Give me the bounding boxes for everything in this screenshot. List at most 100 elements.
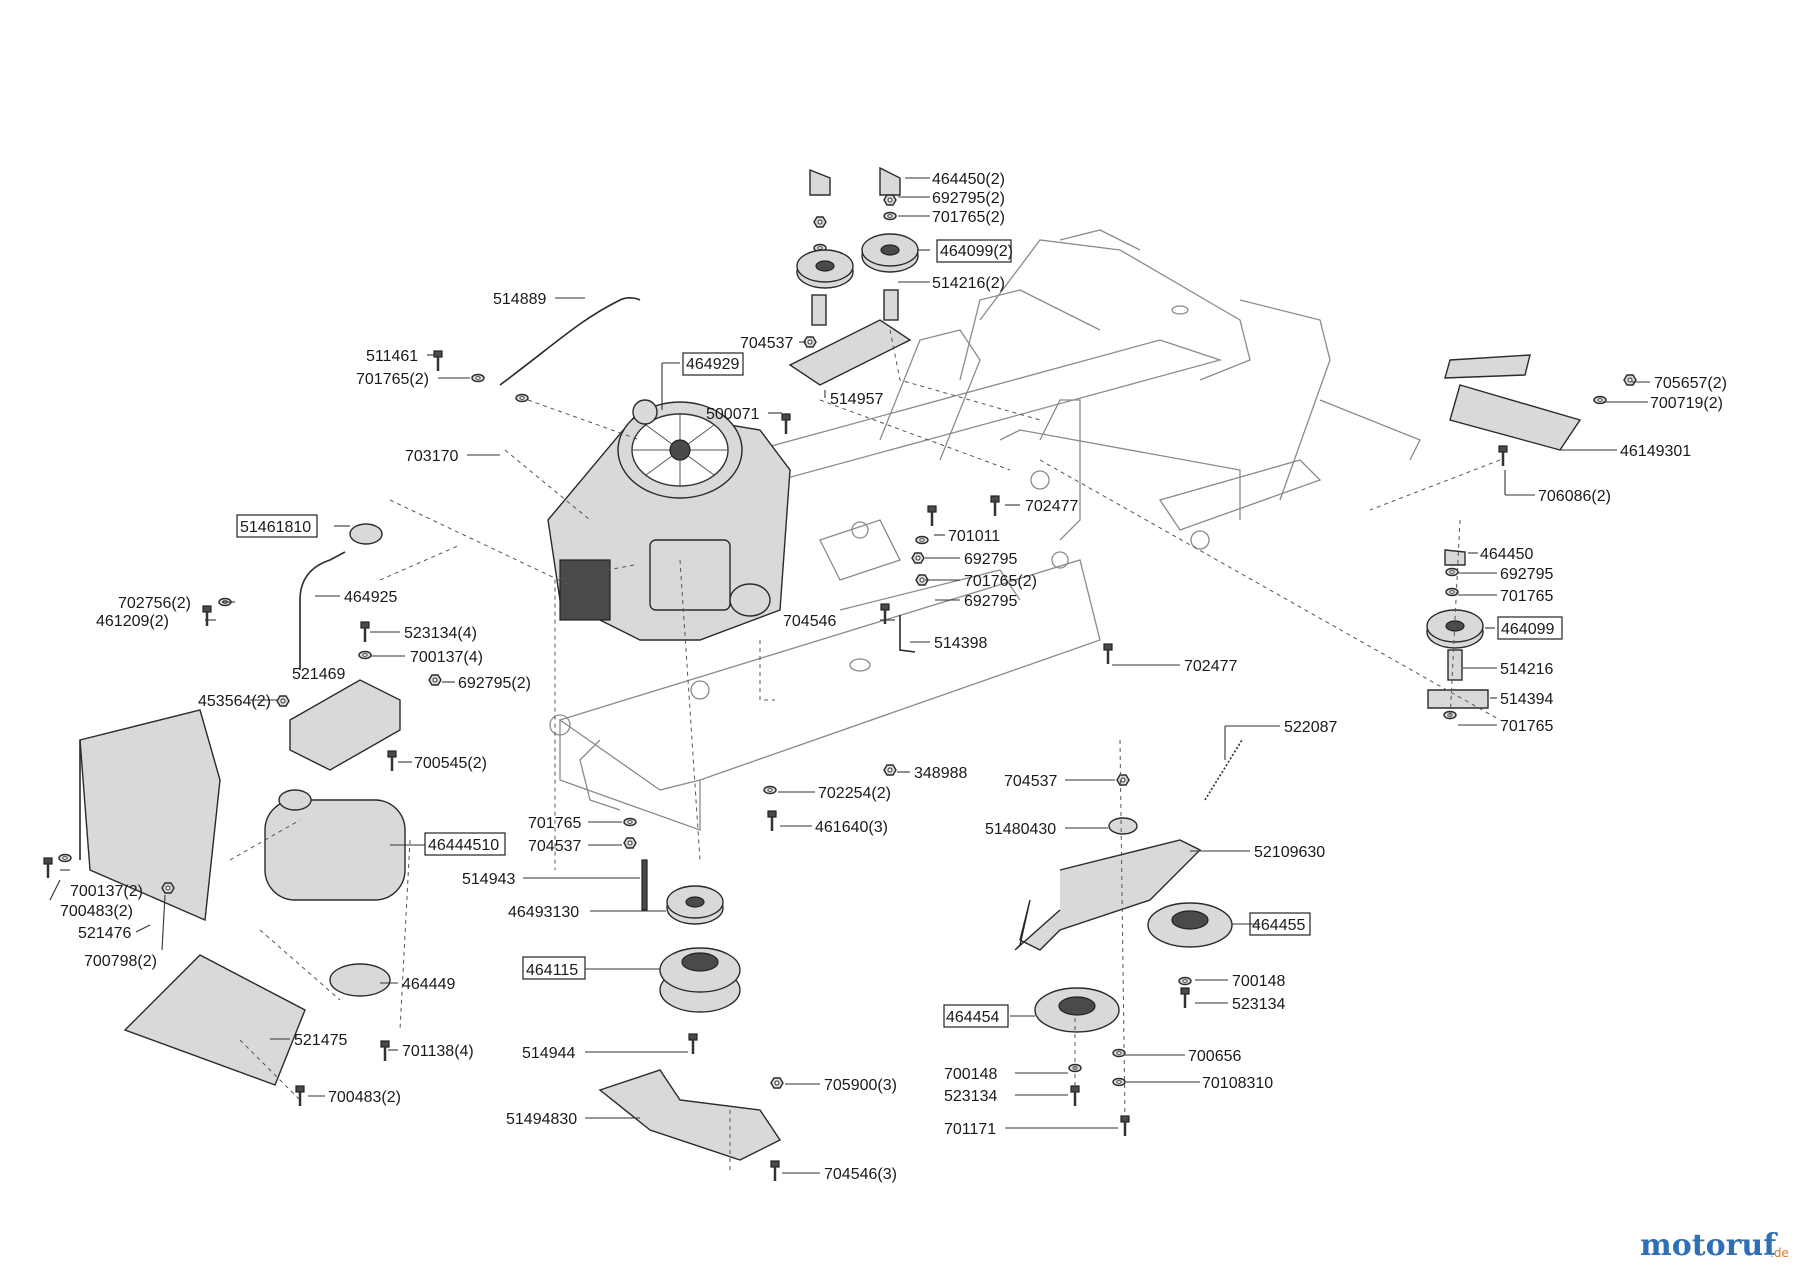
bracket-521469 xyxy=(289,679,401,771)
engine-464929 xyxy=(547,399,791,641)
part-label: 523134(4) xyxy=(404,625,477,642)
part-label: 701011 xyxy=(948,528,1000,545)
part-label: 464925 xyxy=(344,589,397,606)
leader-lines xyxy=(49,177,1650,1174)
part-label: 701765(2) xyxy=(964,573,1037,590)
part-label: 521475 xyxy=(294,1032,347,1049)
part-label: 464099 xyxy=(1501,621,1554,638)
part-label: 700719(2) xyxy=(1650,395,1723,412)
part-label: 692795(2) xyxy=(458,675,531,692)
part-label: 701138(4) xyxy=(402,1043,474,1060)
clutch-bracket xyxy=(598,1069,782,1161)
part-label: 692795 xyxy=(1500,566,1553,583)
part-label: 464099(2) xyxy=(940,243,1013,260)
part-label: 701171 xyxy=(944,1121,996,1138)
part-label: 700483(2) xyxy=(60,903,133,920)
part-label: 692795(2) xyxy=(932,190,1005,207)
part-label: 514398 xyxy=(934,635,987,652)
part-label: 511461 xyxy=(366,348,418,365)
part-label: 701765 xyxy=(1500,588,1553,605)
part-label: 700545(2) xyxy=(414,755,487,772)
part-label: 705900(3) xyxy=(824,1077,897,1094)
part-label: 700137(4) xyxy=(410,649,483,666)
part-label: 461209(2) xyxy=(96,613,169,630)
part-label: 514394 xyxy=(1500,691,1553,708)
pulley-464099-a xyxy=(796,249,854,289)
part-label: 700137(2) xyxy=(70,883,143,900)
part-label: 703170 xyxy=(405,448,458,465)
part-label: 692795 xyxy=(964,551,1017,568)
part-label: 521469 xyxy=(292,666,345,683)
part-label: 461640(3) xyxy=(815,819,888,836)
part-label: 514957 xyxy=(830,391,883,408)
part-label: 692795 xyxy=(964,593,1017,610)
guide-lines xyxy=(229,329,1501,1170)
part-label: 700483(2) xyxy=(328,1089,401,1106)
part-label: 464455 xyxy=(1252,917,1305,934)
part-label: 46149301 xyxy=(1620,443,1691,460)
part-label: 523134 xyxy=(944,1088,997,1105)
part-label: 700148 xyxy=(1232,973,1285,990)
part-label: 514889 xyxy=(493,291,546,308)
engine-pulley xyxy=(666,885,724,925)
part-label: 52109630 xyxy=(1254,844,1325,861)
part-label: 51461810 xyxy=(240,519,311,536)
part-label: 704546 xyxy=(783,613,836,630)
muffler-clamp xyxy=(329,963,391,997)
part-label: 521476 xyxy=(78,925,131,942)
part-label: 700656 xyxy=(1188,1048,1241,1065)
logo-brand: motoruf xyxy=(1640,1228,1778,1263)
part-label: 701765 xyxy=(528,815,581,832)
pulley-464099-right xyxy=(1426,609,1484,649)
part-label: 702254(2) xyxy=(818,785,891,802)
pulley-464099-b xyxy=(861,233,919,273)
part-label: 70108310 xyxy=(1202,1075,1273,1092)
part-label: 514216 xyxy=(1500,661,1553,678)
logo-tld: .de xyxy=(1770,1246,1789,1260)
bracket-46149301 xyxy=(1449,384,1582,451)
part-label: 514216(2) xyxy=(932,275,1005,292)
spring-522087 xyxy=(1204,739,1243,801)
dipstick-tube xyxy=(299,551,346,670)
part-label: 701765(2) xyxy=(356,371,429,388)
part-label: 704546(3) xyxy=(824,1166,897,1183)
part-label: 348988 xyxy=(914,765,967,782)
part-label: 701765(2) xyxy=(932,209,1005,226)
part-label: 514943 xyxy=(462,871,515,888)
part-labels: 464450(2) 692795(2) 701765(2) 464099(2) … xyxy=(60,171,1727,1183)
part-label: 705657(2) xyxy=(1654,375,1727,392)
part-label: 700798(2) xyxy=(84,953,157,970)
part-label: 702477 xyxy=(1025,498,1078,515)
part-label: 464450 xyxy=(1480,546,1533,563)
part-label: 453564(2) xyxy=(198,693,271,710)
part-label: 700148 xyxy=(944,1066,997,1083)
heat-shield xyxy=(79,709,221,922)
part-label: 51494830 xyxy=(506,1111,577,1128)
idler-arm xyxy=(1014,839,1202,951)
part-label: 464115 xyxy=(526,962,578,979)
battery-cable xyxy=(499,297,641,386)
bottom-shield xyxy=(123,954,306,1086)
part-label: 523134 xyxy=(1232,996,1285,1013)
muffler xyxy=(264,789,406,901)
label-boxes xyxy=(236,239,1563,1028)
part-label: 46493130 xyxy=(508,904,579,921)
part-label: 704537 xyxy=(740,335,793,352)
part-label: 701765 xyxy=(1500,718,1553,735)
part-label: 464449 xyxy=(402,976,455,993)
chassis-frame xyxy=(549,229,1421,831)
part-label: 704537 xyxy=(528,838,581,855)
part-label: 706086(2) xyxy=(1538,488,1611,505)
part-label: 464454 xyxy=(946,1009,999,1026)
part-label: 514944 xyxy=(522,1045,575,1062)
motoruf-logo: motoruf .de xyxy=(1640,1228,1789,1263)
part-label: 464929 xyxy=(686,356,739,373)
part-label: 522087 xyxy=(1284,719,1337,736)
part-label: 500071 xyxy=(706,406,759,423)
part-label: 51480430 xyxy=(985,821,1056,838)
part-label: 464450(2) xyxy=(932,171,1005,188)
part-label: 704537 xyxy=(1004,773,1057,790)
electric-clutch-464115 xyxy=(659,947,741,1013)
part-label: 46444510 xyxy=(428,837,499,854)
